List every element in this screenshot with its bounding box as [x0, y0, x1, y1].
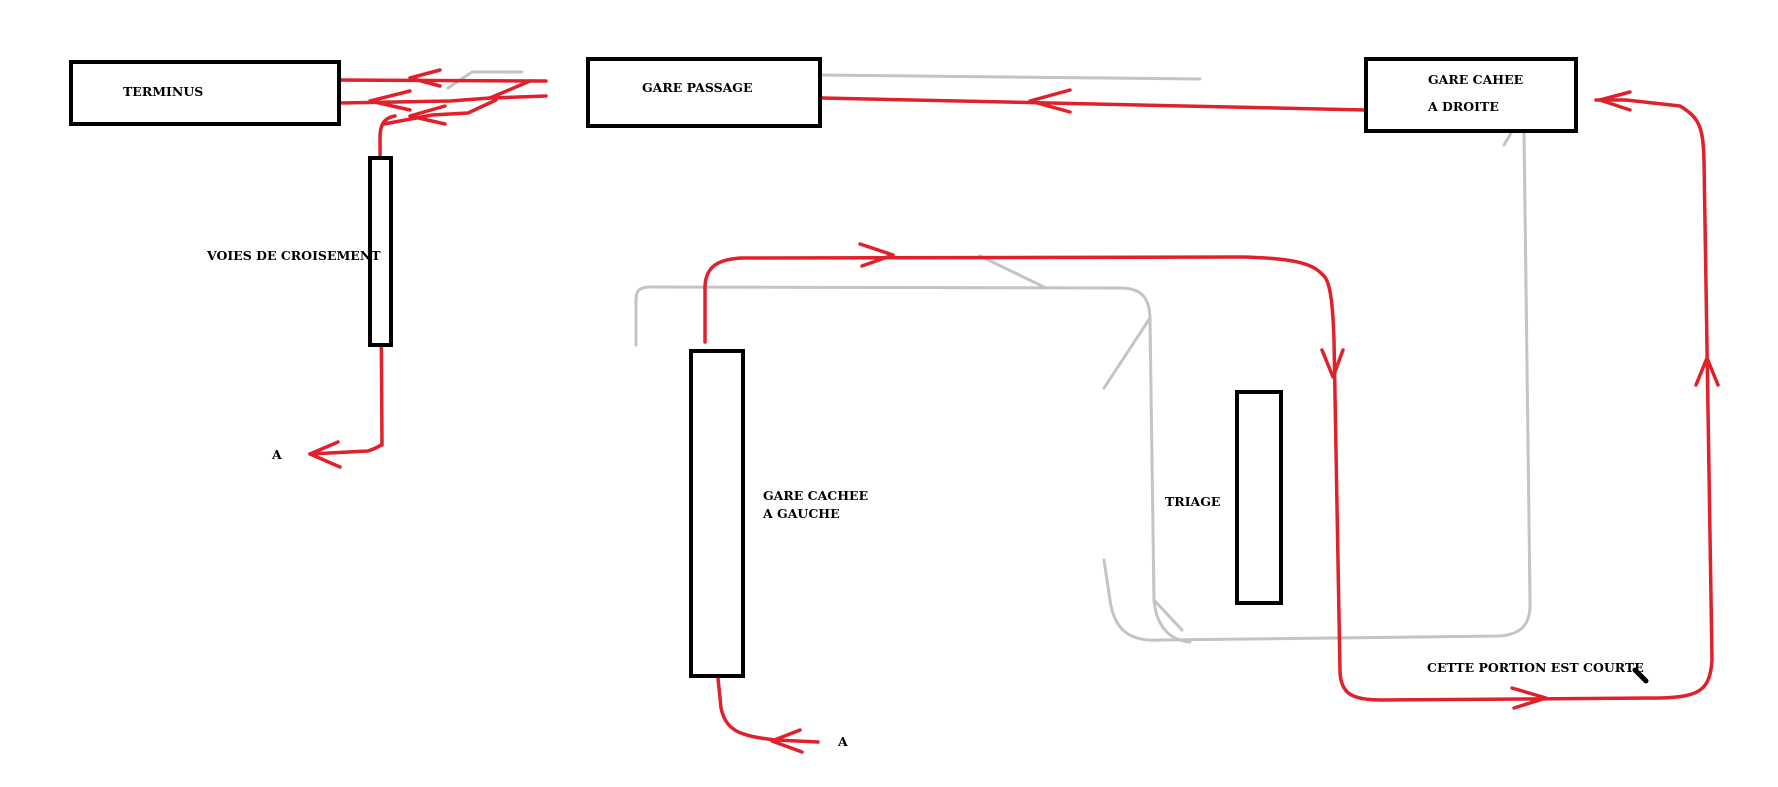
label-triage: TRIAGE	[1165, 494, 1220, 509]
route-inner-loop	[703, 98, 1714, 702]
grey-track-switch-left	[446, 70, 524, 90]
station-terminus	[69, 60, 341, 126]
route-arrow-right-up	[1694, 356, 1720, 387]
label-gare-cachee-gauche-line1: GARE CACHEE	[763, 488, 868, 503]
station-gare-cachee-droite	[1364, 57, 1578, 133]
grey-track-outer-loop	[1102, 71, 1532, 642]
route-top-main	[820, 96, 1368, 112]
route-arrow-right-top	[1598, 90, 1632, 112]
route-arrow-top-main	[1028, 88, 1072, 114]
label-end-a-left: A	[271, 447, 282, 462]
grey-track-layer	[446, 70, 1532, 644]
grey-track-triage-switch	[1102, 316, 1152, 390]
grey-track-inner-loop	[634, 285, 1192, 644]
label-voies-croisement: VOIES DE CROISEMENT	[206, 248, 381, 263]
route-voies-croisement	[308, 114, 397, 456]
route-arrow-end-a-left	[308, 440, 342, 469]
station-gare-passage	[586, 57, 822, 128]
route-arrow-end-a-bottom	[770, 728, 804, 754]
label-end-a-bottom: A	[837, 734, 848, 749]
station-triage	[1235, 390, 1283, 605]
label-terminus: TERMINUS	[123, 84, 203, 99]
route-terminus-lower	[337, 94, 548, 105]
label-gare-cachee-droite-line1: GARE CAHEE	[1428, 72, 1523, 87]
grey-track-lower-switch	[1152, 598, 1184, 632]
route-arrow-terminus-lower	[368, 89, 412, 112]
label-gare-cachee-droite-line2: A DROITE	[1427, 99, 1499, 114]
route-arrow-terminus-upper	[408, 68, 442, 88]
route-terminus-upper	[337, 78, 548, 83]
route-arrow-inner-top	[858, 242, 895, 268]
route-arrow-inner-right-down	[1320, 348, 1345, 379]
stations-layer	[69, 57, 1578, 678]
label-gare-passage: GARE PASSAGE	[642, 80, 753, 95]
route-terminus-switch	[488, 79, 532, 100]
station-voies-croisement	[368, 156, 393, 347]
label-portion-note: CETTE PORTION EST COURTE	[1427, 660, 1644, 675]
grey-track-inner-top-switch	[978, 254, 1048, 290]
route-terminus-switch-lower	[382, 98, 498, 126]
label-gare-cachee-gauche-line2: A GAUCHE	[762, 506, 840, 521]
route-arrow-bottom	[1510, 686, 1548, 710]
labels-layer: TERMINUS GARE PASSAGE GARE CAHEE A DROIT…	[123, 72, 1644, 749]
red-route-layer	[308, 68, 1720, 754]
route-arrow-switch-lower	[408, 104, 447, 126]
station-gare-cachee-gauche	[689, 349, 745, 678]
note-marker	[1632, 667, 1649, 684]
route-gauche-exit	[716, 676, 820, 744]
